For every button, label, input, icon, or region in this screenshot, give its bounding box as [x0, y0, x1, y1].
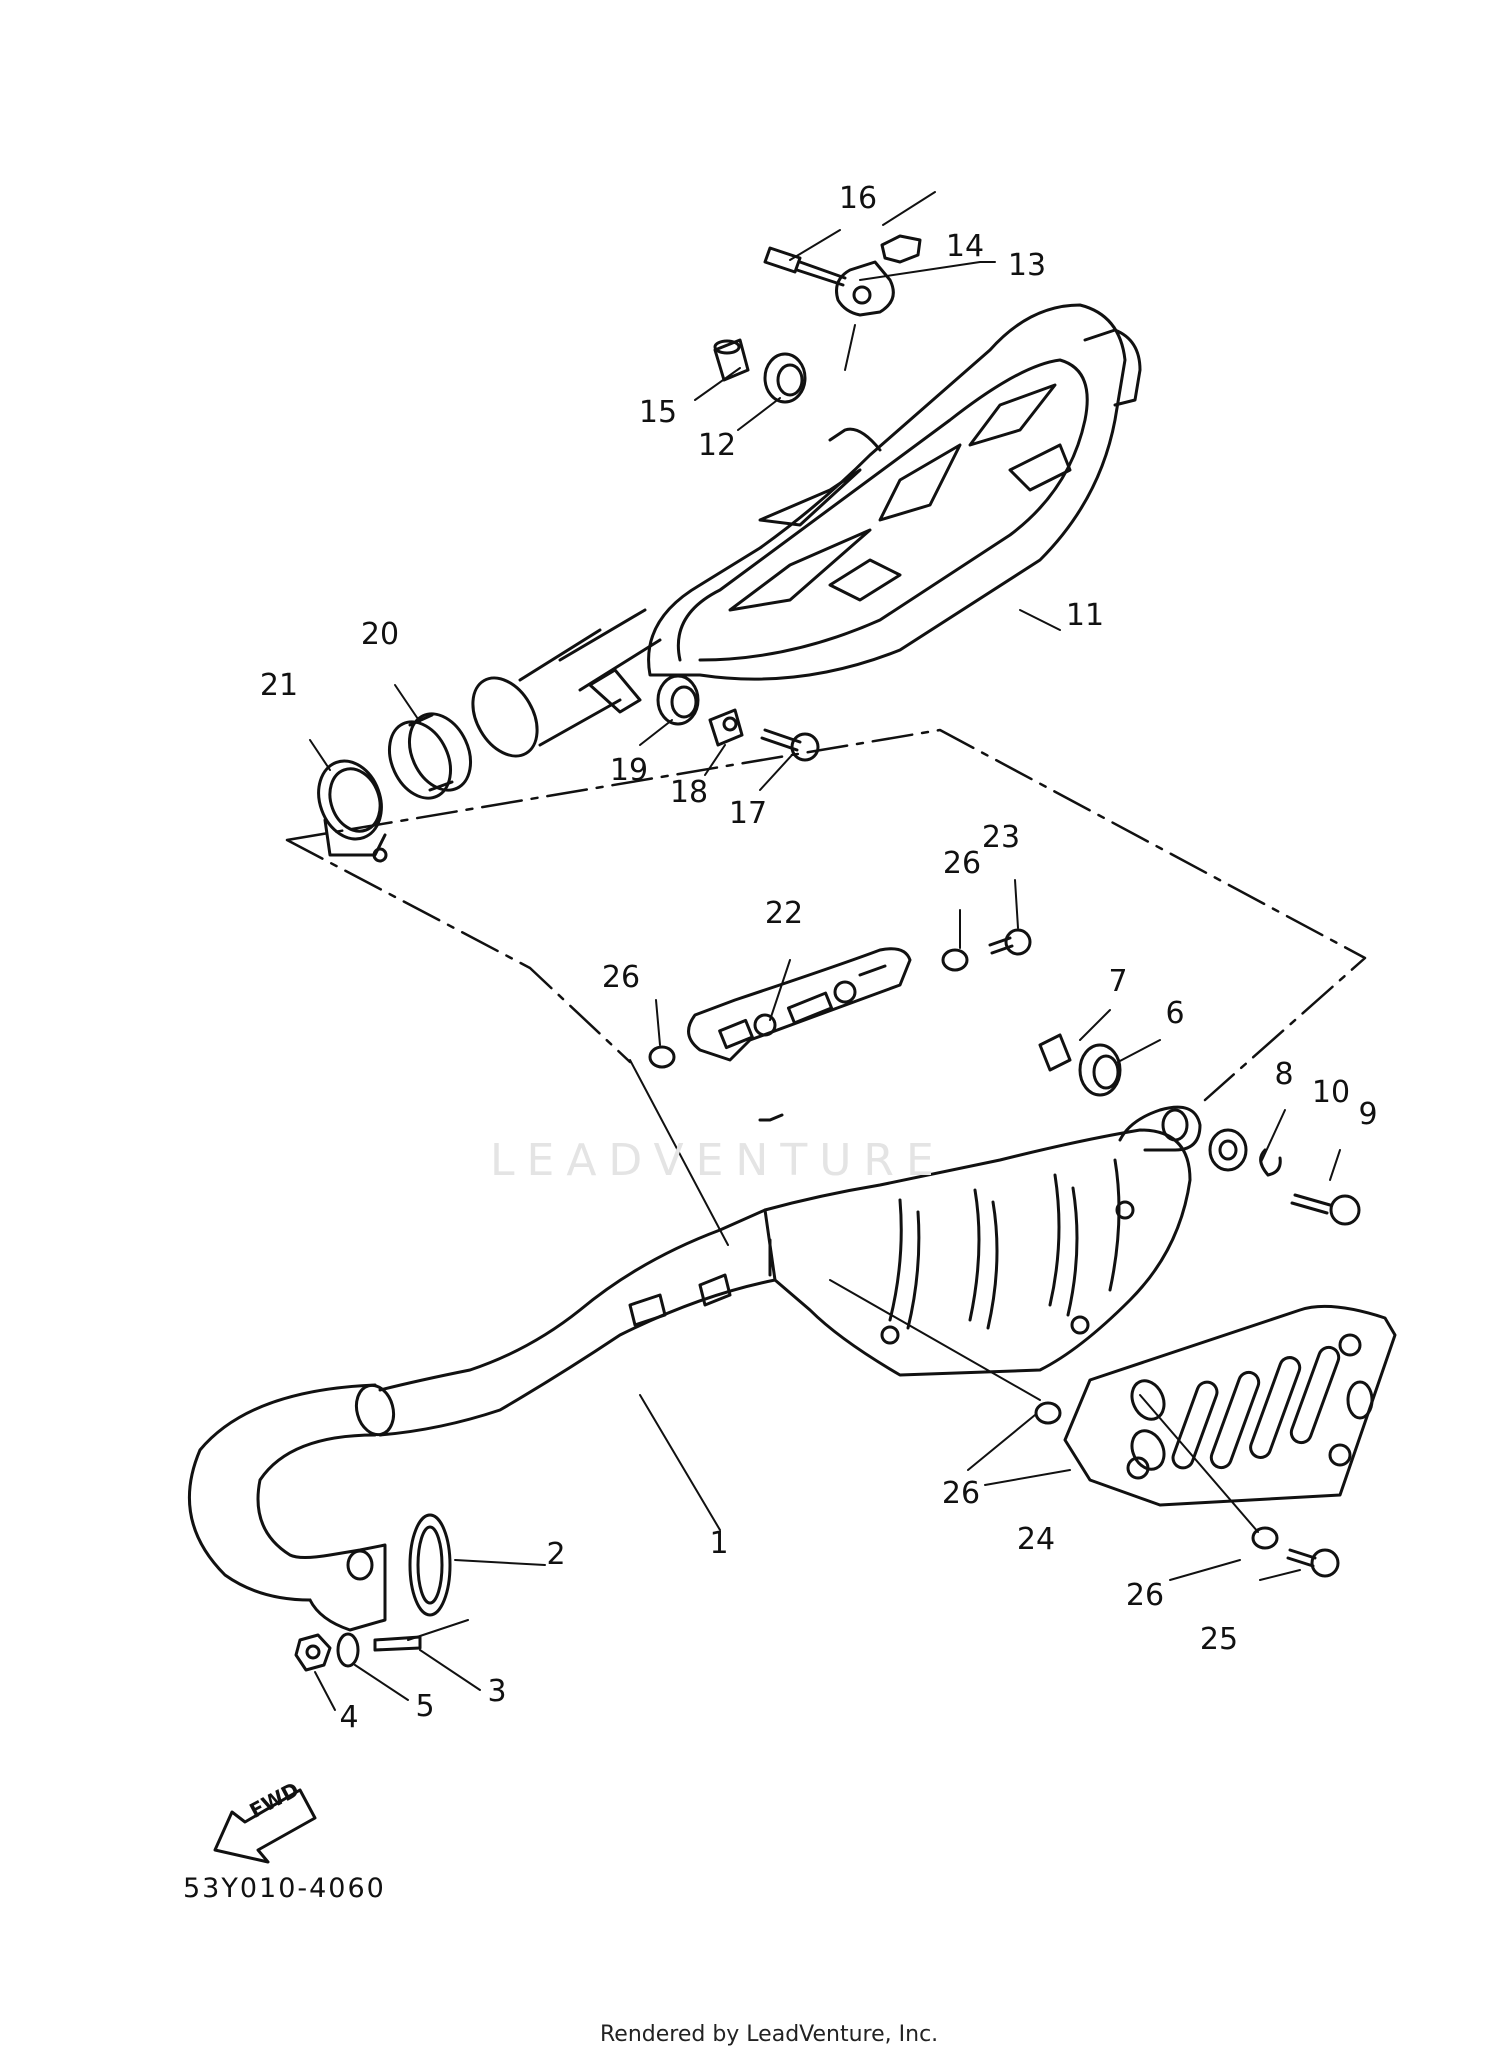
- washer-part-26c: [1034, 1401, 1062, 1425]
- label-part-14: 14: [945, 229, 985, 264]
- label-part-17: 17: [728, 796, 768, 831]
- label-part-26-left: 26: [601, 960, 641, 995]
- collar-part-15: [713, 338, 750, 382]
- silencer-part: [647, 303, 1142, 681]
- label-part-10: 10: [1311, 1075, 1351, 1110]
- collar-part-7: [1038, 1033, 1072, 1072]
- heat-protector-part-22: [687, 947, 912, 1062]
- label-part-18: 18: [669, 775, 709, 810]
- label-part-8: 8: [1274, 1057, 1294, 1092]
- drawing-code: 53Y010-4060: [183, 1873, 386, 1904]
- label-part-6: 6: [1165, 996, 1185, 1031]
- bolt-part-16: [763, 246, 847, 287]
- label-part-22: 22: [764, 896, 804, 931]
- lockwasher-part-10: [1259, 1148, 1282, 1177]
- label-part-20: 20: [360, 617, 400, 652]
- bracket-part-14: [880, 234, 922, 264]
- label-part-23: 23: [981, 820, 1021, 855]
- label-part-16: 16: [838, 181, 878, 216]
- label-part-19: 19: [609, 753, 649, 788]
- grommet-part-6: [1078, 1043, 1122, 1097]
- gasket-part-20: [388, 712, 472, 800]
- bracket-part-13: [835, 260, 895, 317]
- label-part-26-mid: 26: [941, 1476, 981, 1511]
- leader-lines: [309, 191, 1341, 1711]
- exhaust-pipe-part-1: [187, 1113, 1192, 1632]
- fwd-arrow-icon: [213, 1788, 317, 1864]
- washer-part-26a: [648, 1045, 676, 1069]
- bolt-part-9: [1290, 1193, 1332, 1215]
- label-part-24: 24: [1016, 1522, 1056, 1557]
- label-part-26-top: 26: [942, 846, 982, 881]
- silencer-inlet-pipe: [471, 608, 662, 758]
- assembly-boundary-line: [285, 728, 1367, 1102]
- label-part-15: 15: [638, 395, 678, 430]
- label-part-25: 25: [1199, 1622, 1239, 1657]
- label-part-9: 9: [1358, 1097, 1378, 1132]
- label-part-7: 7: [1108, 964, 1128, 999]
- label-part-3: 3: [487, 1674, 507, 1709]
- grommet-part-19: [656, 674, 700, 726]
- gasket-part-2: [408, 1513, 452, 1617]
- label-part-4: 4: [339, 1700, 359, 1735]
- label-part-2: 2: [546, 1537, 566, 1572]
- washer-part-26d: [1251, 1526, 1279, 1550]
- rendered-by-footer: Rendered by LeadVenture, Inc.: [600, 2022, 939, 2047]
- label-part-21: 21: [259, 668, 299, 703]
- label-part-26-bottom: 26: [1125, 1578, 1165, 1613]
- label-part-12: 12: [697, 428, 737, 463]
- protector-part-24: [1063, 1304, 1397, 1507]
- washer-part-26b: [941, 948, 969, 972]
- mount-bracket: [1118, 1105, 1202, 1152]
- washer-part-5: [336, 1632, 360, 1668]
- label-part-11: 11: [1065, 598, 1105, 633]
- label-part-5: 5: [415, 1689, 435, 1724]
- stud-part-3: [373, 1635, 422, 1652]
- collar-part-18: [708, 708, 744, 747]
- grommet-part-12: [763, 352, 807, 404]
- nut-part-4: [294, 1633, 332, 1672]
- bolt-part-25: [1286, 1548, 1317, 1568]
- label-part-13: 13: [1007, 248, 1047, 283]
- washer-part-8: [1208, 1128, 1248, 1172]
- label-part-1: 1: [709, 1526, 729, 1561]
- watermark: LEADVENTURE: [490, 1135, 946, 1186]
- clamp-part-21: [317, 759, 388, 863]
